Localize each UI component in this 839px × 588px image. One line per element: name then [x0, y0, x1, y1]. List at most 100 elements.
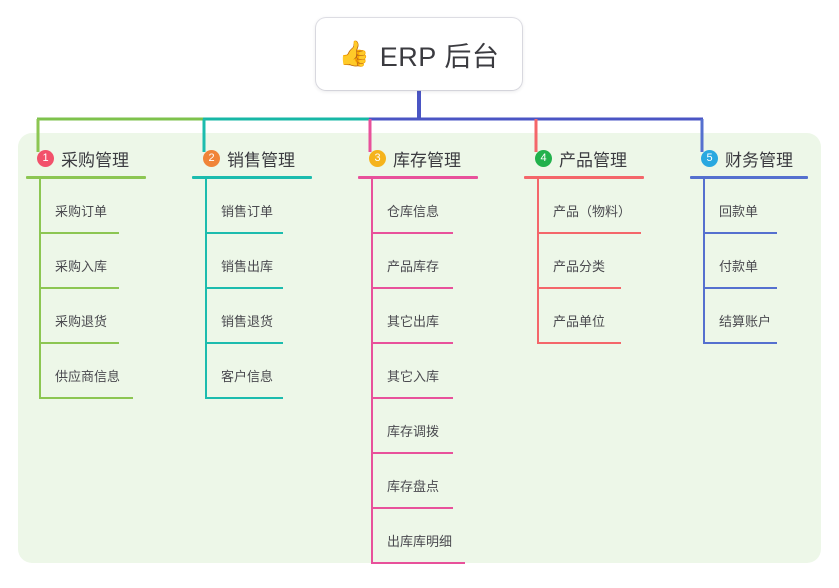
child-item[interactable]: 产品分类	[524, 234, 644, 289]
child-item-label: 销售退货	[221, 314, 274, 329]
child-item[interactable]: 采购退货	[26, 289, 146, 344]
column-title-5: 财务管理	[725, 150, 793, 170]
child-item-label: 产品库存	[387, 259, 440, 274]
child-item-label: 产品（物料）	[553, 204, 632, 219]
column-header-5[interactable]: 5 财务管理	[690, 146, 808, 170]
child-item-label: 仓库信息	[387, 204, 440, 219]
column-children-3: 仓库信息产品库存其它出库其它入库库存调拨库存盘点出库库明细	[358, 179, 478, 564]
child-item-rule	[39, 287, 119, 289]
column-header-1[interactable]: 1 采购管理	[26, 146, 146, 170]
column-header-rule-1	[26, 176, 146, 179]
child-item[interactable]: 产品单位	[524, 289, 644, 344]
child-item-rule	[371, 287, 453, 289]
child-item[interactable]: 库存盘点	[358, 454, 478, 509]
child-item[interactable]: 采购入库	[26, 234, 146, 289]
column-header-3[interactable]: 3 库存管理	[358, 146, 478, 170]
column-children-4: 产品（物料） 产品分类产品单位	[524, 179, 644, 344]
root-node[interactable]: 👍 ERP 后台	[316, 18, 522, 90]
child-item-rule	[39, 232, 119, 234]
column-badge-1: 1	[37, 149, 54, 167]
child-item[interactable]: 销售订单	[192, 179, 312, 234]
column-spine-1	[39, 179, 41, 399]
child-item-rule	[703, 232, 777, 234]
child-item-rule	[703, 287, 777, 289]
child-item-rule	[703, 342, 777, 344]
child-item[interactable]: 仓库信息	[358, 179, 478, 234]
child-item-label: 其它入库	[387, 369, 440, 384]
child-item[interactable]: 销售出库	[192, 234, 312, 289]
child-item-label: 结算账户	[719, 314, 772, 329]
child-item[interactable]: 回款单	[690, 179, 808, 234]
column-3: 3 库存管理仓库信息产品库存其它出库其它入库库存调拨库存盘点出库库明细	[358, 146, 478, 564]
column-1: 1 采购管理采购订单采购入库采购退货供应商信息	[26, 146, 146, 399]
child-item-rule	[39, 342, 119, 344]
column-badge-4: 4	[535, 149, 552, 167]
column-header-4[interactable]: 4 产品管理	[524, 146, 644, 170]
child-item-label: 库存盘点	[387, 479, 440, 494]
child-item[interactable]: 库存调拨	[358, 399, 478, 454]
column-badge-3: 3	[369, 149, 386, 167]
column-badge-5: 5	[701, 149, 718, 167]
child-item-rule	[537, 232, 641, 234]
child-item-rule	[537, 287, 621, 289]
child-item[interactable]: 结算账户	[690, 289, 808, 344]
column-header-rule-2	[192, 176, 312, 179]
column-badge-2: 2	[203, 149, 220, 167]
child-item-rule	[371, 342, 453, 344]
child-item[interactable]: 销售退货	[192, 289, 312, 344]
child-item[interactable]: 产品（物料）	[524, 179, 644, 234]
column-title-1: 采购管理	[61, 150, 129, 170]
child-item-rule	[205, 287, 283, 289]
child-item-label: 采购入库	[55, 259, 108, 274]
child-item-label: 付款单	[719, 259, 759, 274]
column-spine-5	[703, 179, 705, 344]
child-item-rule	[371, 562, 465, 564]
child-item-label: 回款单	[719, 204, 759, 219]
column-title-2: 销售管理	[227, 150, 295, 170]
column-header-rule-3	[358, 176, 478, 179]
thumbs-up-icon: 👍	[338, 39, 370, 68]
child-item[interactable]: 客户信息	[192, 344, 312, 399]
column-4: 4 产品管理产品（物料） 产品分类产品单位	[524, 146, 644, 344]
child-item[interactable]: 产品库存	[358, 234, 478, 289]
column-2: 2 销售管理销售订单销售出库销售退货客户信息	[192, 146, 312, 399]
child-item-label: 客户信息	[221, 369, 274, 384]
column-children-1: 采购订单采购入库采购退货供应商信息	[26, 179, 146, 399]
column-spine-3	[371, 179, 373, 564]
child-item-rule	[371, 507, 453, 509]
child-item-label: 库存调拨	[387, 424, 440, 439]
child-item-label: 其它出库	[387, 314, 440, 329]
child-item-label: 产品单位	[553, 314, 606, 329]
child-item-label: 采购订单	[55, 204, 108, 219]
child-item-label: 销售订单	[221, 204, 274, 219]
child-item[interactable]: 采购订单	[26, 179, 146, 234]
child-item[interactable]: 其它入库	[358, 344, 478, 399]
child-item-rule	[205, 342, 283, 344]
column-5: 5 财务管理回款单付款单结算账户	[690, 146, 808, 344]
column-children-2: 销售订单销售出库销售退货客户信息	[192, 179, 312, 399]
child-item-label: 产品分类	[553, 259, 606, 274]
column-header-2[interactable]: 2 销售管理	[192, 146, 312, 170]
column-title-4: 产品管理	[559, 150, 627, 170]
root-title: ERP 后台	[379, 41, 500, 72]
child-item-rule	[371, 397, 453, 399]
child-item-rule	[371, 452, 453, 454]
column-spine-4	[537, 179, 539, 344]
child-item[interactable]: 出库库明细	[358, 509, 478, 564]
child-item-rule	[39, 397, 133, 399]
column-header-rule-4	[524, 176, 644, 179]
child-item-label: 出库库明细	[387, 534, 453, 549]
column-title-3: 库存管理	[393, 150, 461, 170]
column-header-rule-5	[690, 176, 808, 179]
child-item-rule	[371, 232, 453, 234]
child-item-rule	[205, 232, 283, 234]
child-item[interactable]: 供应商信息	[26, 344, 146, 399]
child-item[interactable]: 其它出库	[358, 289, 478, 344]
child-item-label: 供应商信息	[55, 369, 121, 384]
child-item[interactable]: 付款单	[690, 234, 808, 289]
child-item-rule	[537, 342, 621, 344]
child-item-label: 采购退货	[55, 314, 108, 329]
column-children-5: 回款单付款单结算账户	[690, 179, 808, 344]
child-item-label: 销售出库	[221, 259, 274, 274]
